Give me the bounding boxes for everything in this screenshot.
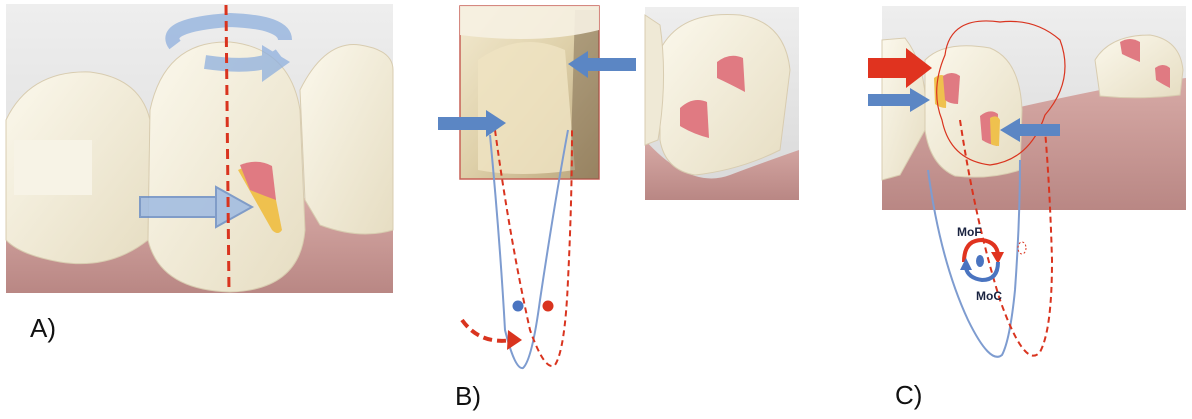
panel-a-white-patch	[14, 140, 92, 195]
panel-a-right-tooth	[300, 45, 393, 234]
panel-b-label: B)	[455, 381, 481, 411]
panel-b-photo-top	[460, 6, 599, 39]
panel-c-cavity-right-yellow	[990, 116, 1000, 146]
panel-b-photo-shadow	[570, 10, 599, 179]
mof-label: MoF	[957, 225, 982, 239]
panel-a-label: A)	[30, 313, 56, 343]
panel-c-label: C)	[895, 380, 922, 410]
panel-b-center-red	[543, 301, 554, 312]
panel-b: B)	[438, 6, 799, 411]
panel-a: A)	[6, 4, 393, 343]
panel-c-center-red	[1018, 242, 1026, 254]
panel-b-illustration-tooth	[660, 14, 790, 175]
panel-b-center-blue	[513, 301, 524, 312]
panel-b-curved-arrow-icon	[462, 320, 522, 350]
moc-label: MoC	[976, 289, 1002, 303]
panel-c-cavity-left-pink	[943, 73, 960, 104]
panel-c: MoF MoC C)	[868, 6, 1186, 410]
panel-c-center-blue	[976, 255, 984, 267]
